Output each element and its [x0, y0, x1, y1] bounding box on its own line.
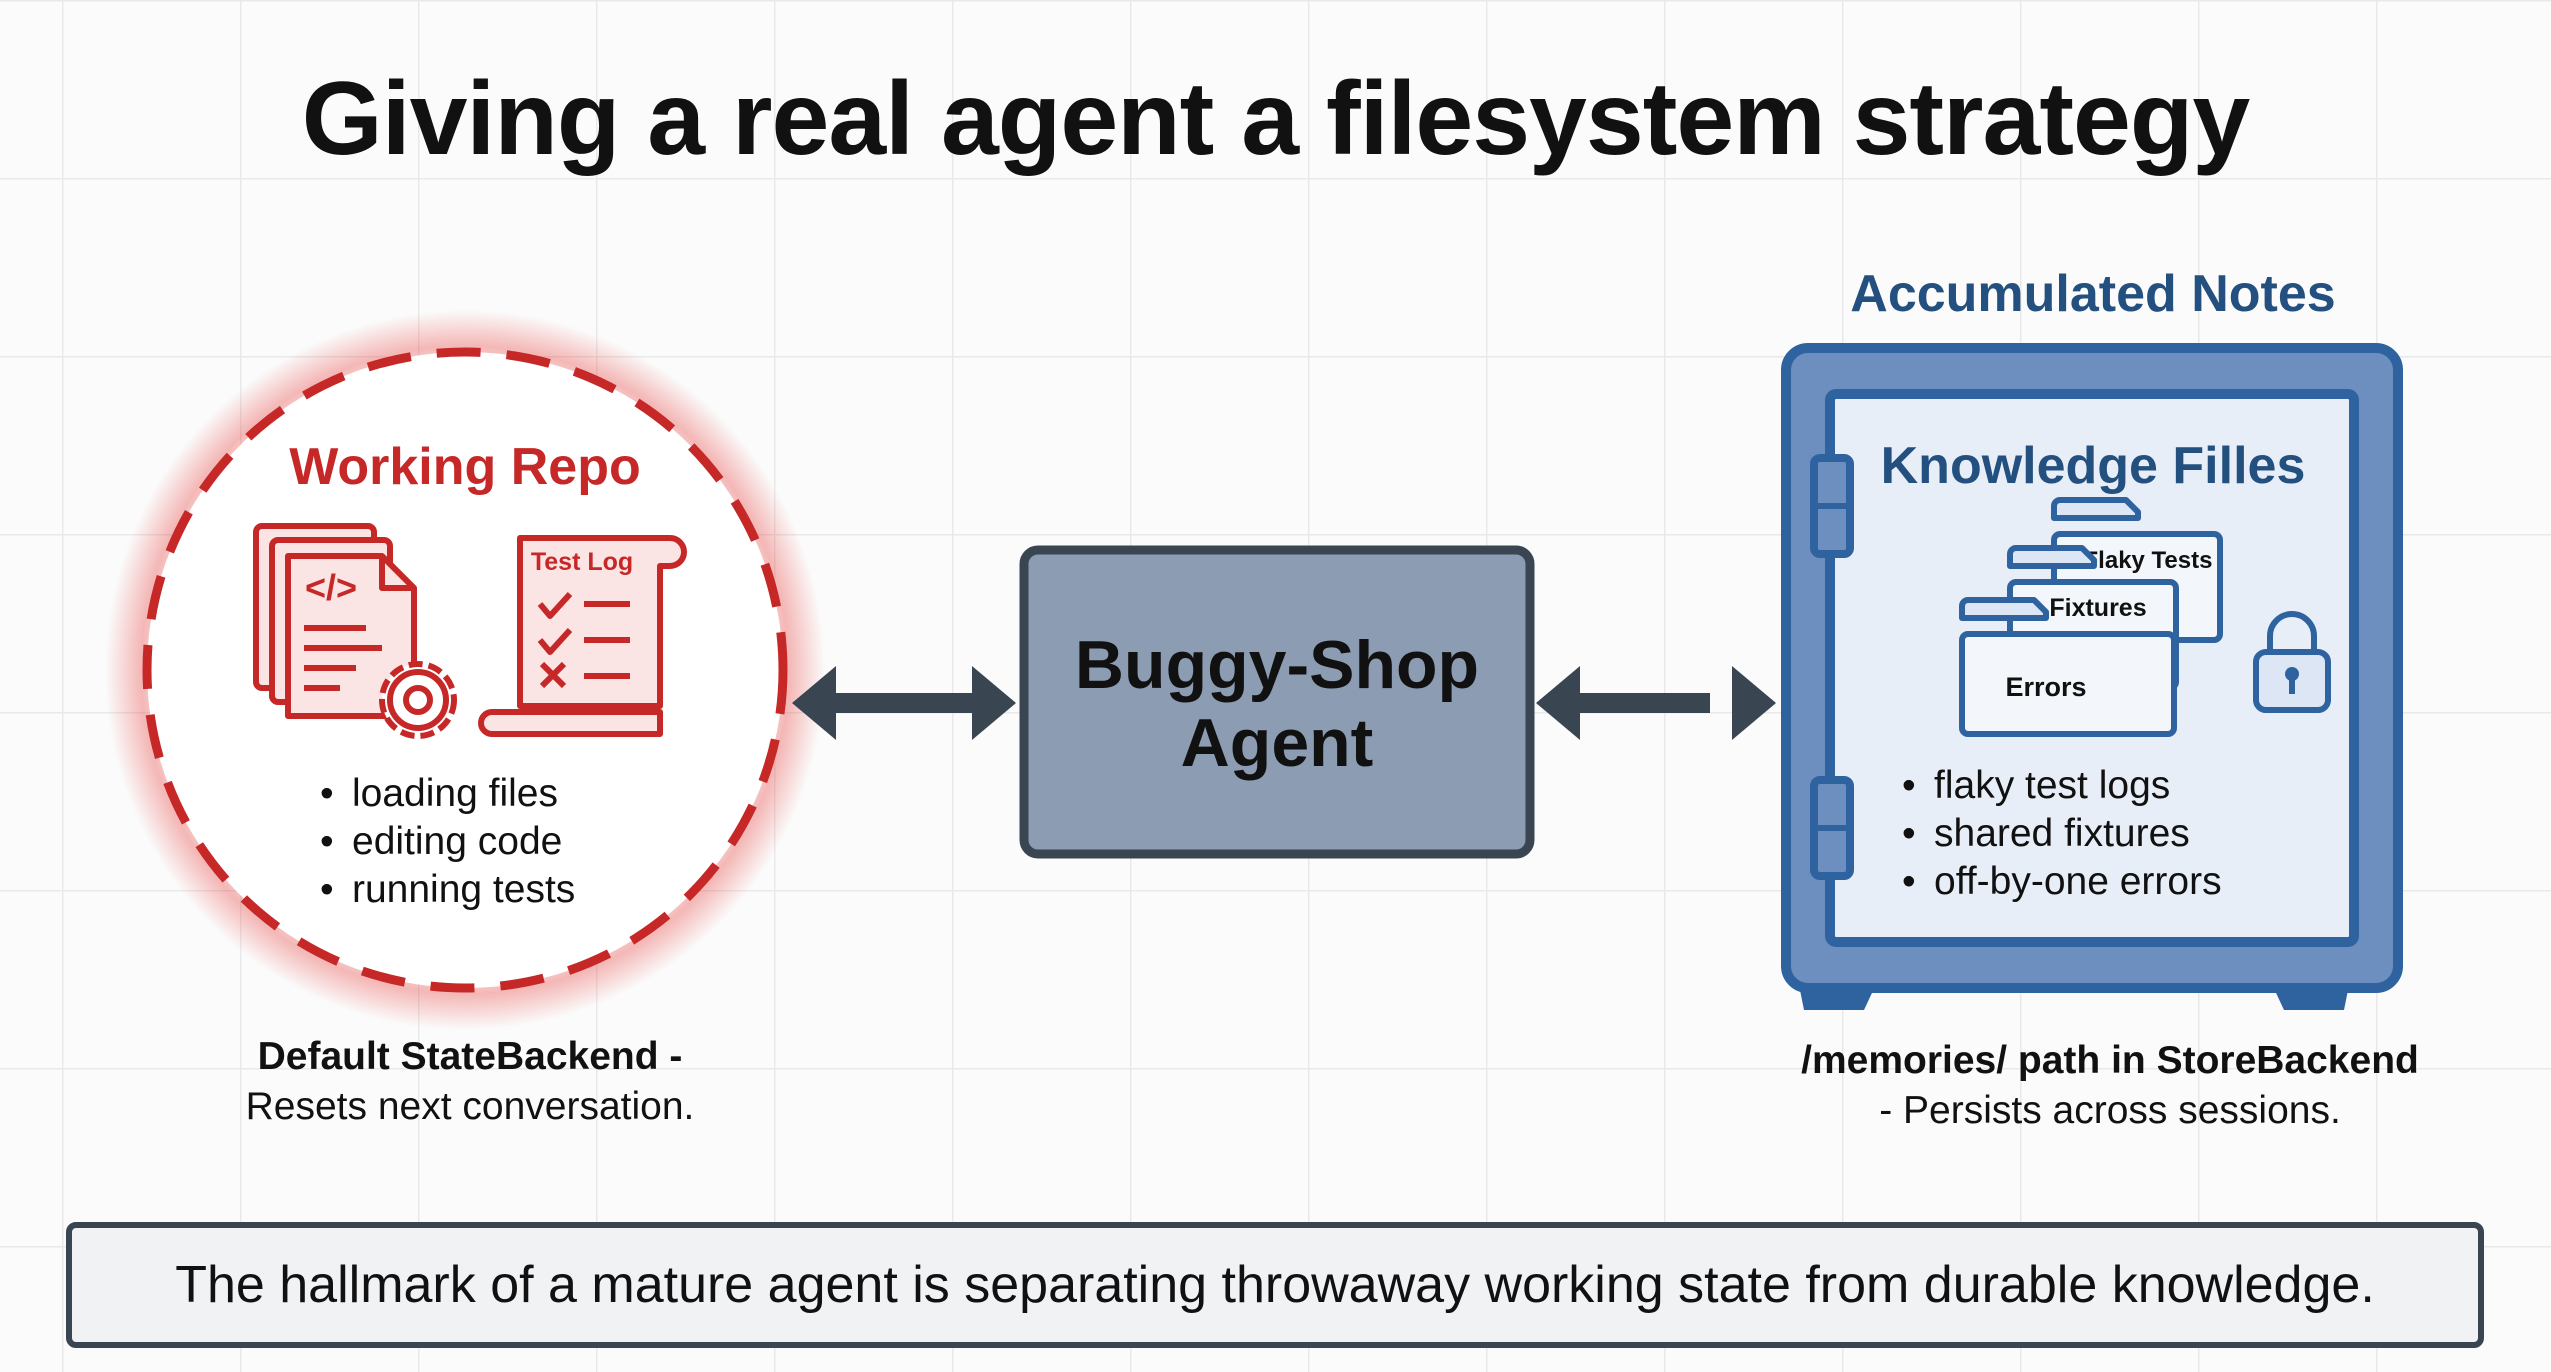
double-arrow-icon: [1536, 666, 1776, 740]
notes-caption-bold: /memories/ path in StoreBackend: [1801, 1039, 2419, 1082]
code-files-icon: </>: [253, 523, 417, 719]
working-repo-bullet: running tests: [352, 868, 575, 911]
notes-bullets: • flaky test logs • shared fixtures • off-b…: [1902, 764, 2222, 903]
knowledge-files-title: Knowledge Filles: [1881, 437, 2306, 495]
footer-banner: The hallmark of a mature agent is separa…: [66, 1222, 2484, 1348]
accumulated-notes-group: Accumulated Notes Knowledge Filles Flaky…: [1781, 265, 2403, 1010]
folder-label: Flaky Tests: [2084, 547, 2213, 574]
bullet-dot: •: [320, 772, 334, 815]
notes-bullet: flaky test logs: [1934, 764, 2170, 807]
notes-caption-text: - Persists across sessions.: [1879, 1089, 2341, 1132]
notes-bullet: off-by-one errors: [1934, 860, 2222, 903]
bullet-dot: •: [320, 868, 334, 911]
double-arrow-icon: [792, 666, 1016, 740]
page-title: Giving a real agent a filesystem strateg…: [301, 61, 2250, 177]
folder-label: Fixtures: [2049, 594, 2146, 622]
agent-name-line2: Agent: [1181, 705, 1374, 781]
notes-caption: /memories/ path in StoreBackend - Persis…: [1730, 1036, 2490, 1136]
working-repo-caption-text: Resets next conversation.: [245, 1085, 695, 1128]
folder-label: Errors: [2005, 672, 2086, 702]
bullet-dot: •: [1902, 812, 1916, 855]
agent-name-line1: Buggy-Shop: [1075, 627, 1479, 703]
working-repo-circle: [142, 347, 788, 993]
bullet-dot: •: [320, 820, 334, 863]
folder-icon: Errors: [1959, 597, 2177, 737]
working-repo-group: Working Repo </> Test Log: [105, 310, 825, 1030]
gear-icon: [379, 661, 457, 739]
agent-box: Buggy-Shop Agent: [1019, 545, 1535, 859]
test-log-label: Test Log: [531, 548, 633, 576]
accumulated-notes-heading: Accumulated Notes: [1850, 265, 2335, 323]
checkmark-icon: [537, 627, 573, 655]
working-repo-caption: Default StateBackend - Resets next conve…: [130, 1032, 810, 1132]
working-repo-bullet: loading files: [352, 772, 558, 815]
x-mark-icon: [539, 661, 567, 689]
working-repo-bullets: • loading files • editing code • running te…: [320, 772, 575, 911]
test-log-scroll-icon: Test Log: [478, 535, 687, 737]
working-repo-bullet: editing code: [352, 820, 562, 863]
checkmark-icon: [537, 591, 573, 619]
footer-text: The hallmark of a mature agent is separa…: [175, 1256, 2375, 1314]
notes-bullet: shared fixtures: [1934, 812, 2190, 855]
folder-stack: Flaky Tests Fixtures Errors: [1959, 497, 2223, 737]
bullet-dot: •: [1902, 860, 1916, 903]
working-repo-caption-bold: Default StateBackend -: [257, 1035, 683, 1078]
padlock-icon: [2253, 611, 2331, 713]
working-repo-heading: Working Repo: [289, 438, 640, 496]
code-glyph: </>: [305, 567, 357, 608]
bullet-dot: •: [1902, 764, 1916, 807]
